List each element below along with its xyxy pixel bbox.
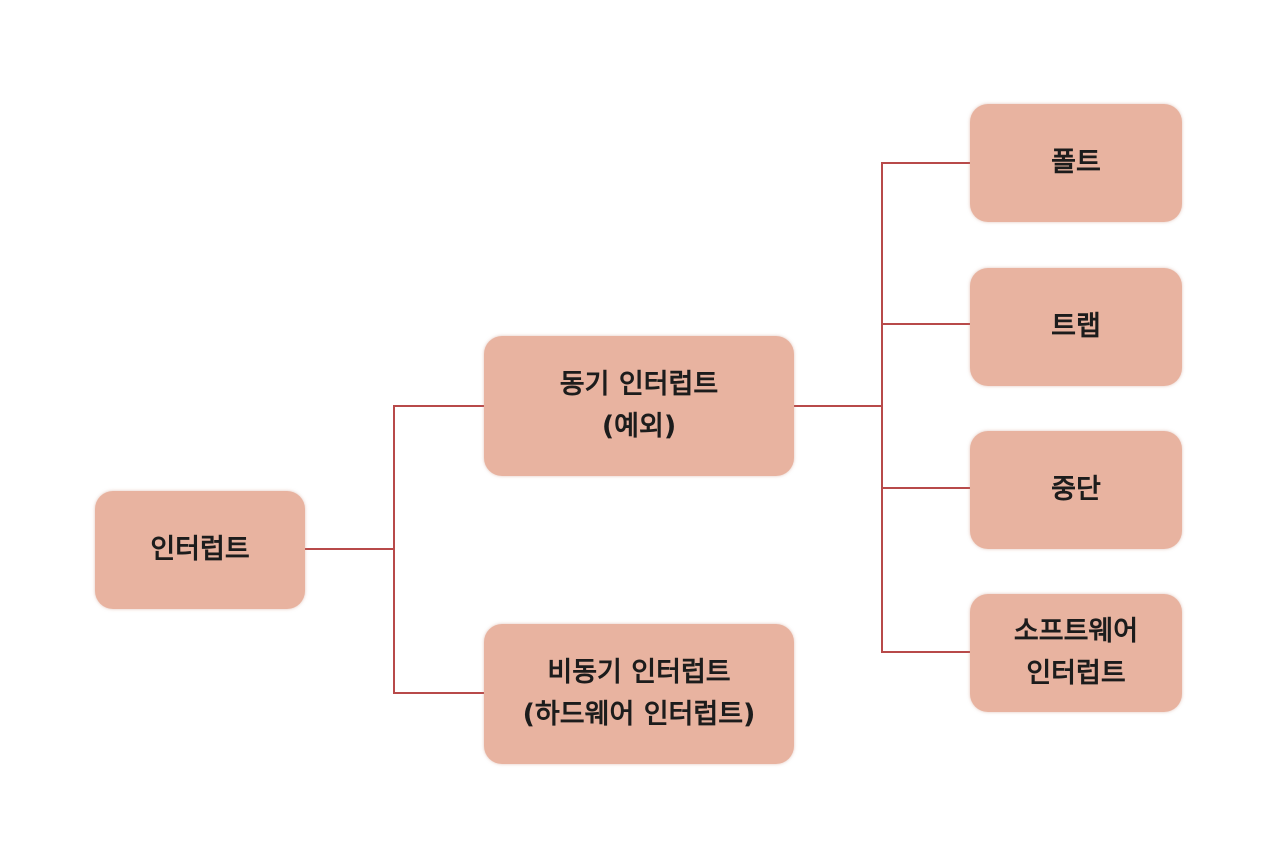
node-interrupt: 인터럽트 bbox=[95, 491, 305, 609]
node-abort: 중단 bbox=[970, 431, 1182, 549]
node-software-interrupt: 소프트웨어 인터럽트 bbox=[970, 594, 1182, 712]
node-interrupt-label: 인터럽트 bbox=[150, 534, 250, 566]
node-async-interrupt-title: 비동기 인터럽트 bbox=[547, 657, 731, 689]
node-abort-label: 중단 bbox=[1051, 474, 1101, 506]
node-sync-interrupt-subtitle: (예외) bbox=[601, 411, 677, 442]
node-sync-interrupt-title: 동기 인터럽트 bbox=[559, 369, 719, 401]
node-async-interrupt: 비동기 인터럽트 (하드웨어 인터럽트) bbox=[484, 624, 794, 764]
node-trap-label: 트랩 bbox=[1051, 311, 1101, 343]
node-software-interrupt-line2: 인터럽트 bbox=[1026, 658, 1126, 689]
node-fault: 폴트 bbox=[970, 104, 1182, 222]
node-fault-label: 폴트 bbox=[1051, 147, 1101, 179]
node-trap: 트랩 bbox=[970, 268, 1182, 386]
node-async-interrupt-subtitle: (하드웨어 인터럽트) bbox=[522, 699, 756, 730]
node-software-interrupt-line1: 소프트웨어 bbox=[1013, 616, 1139, 648]
node-sync-interrupt: 동기 인터럽트 (예외) bbox=[484, 336, 794, 476]
